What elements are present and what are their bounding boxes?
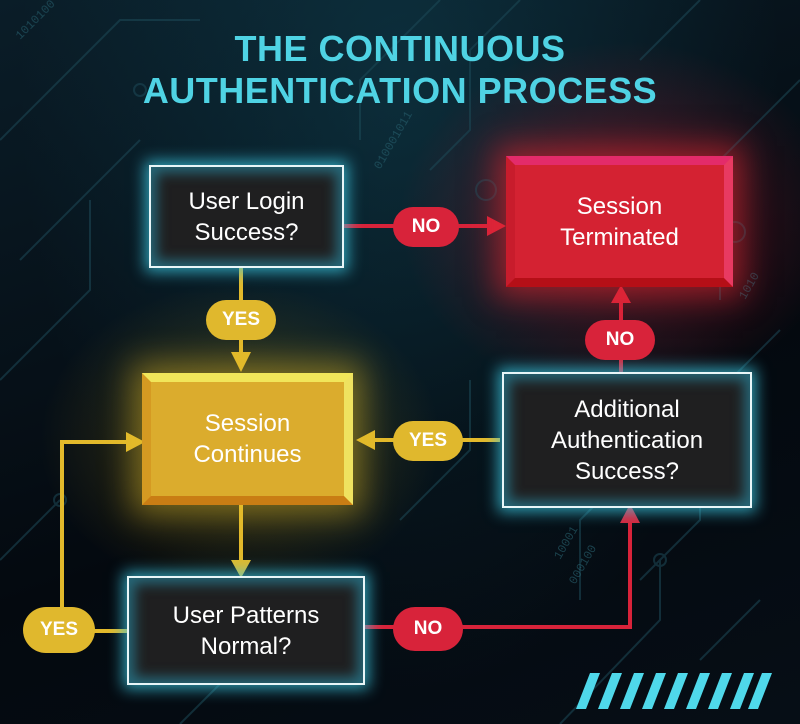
decision-user-patterns-normal: User Patterns Normal? (127, 576, 365, 685)
decision-user-login-success: User Login Success? (149, 165, 344, 268)
node-label-line: User Patterns (172, 601, 320, 629)
edge-label-login-yes: YES (206, 300, 276, 340)
node-label-line: Terminated (560, 223, 679, 251)
node-label-line: Normal? (200, 632, 292, 660)
node-label-line: Authentication (550, 426, 704, 454)
edge-label-patterns-no: NO (393, 607, 463, 651)
edge-label-additional-no: NO (585, 320, 655, 360)
edge-label-login-no: NO (393, 207, 459, 247)
title-line-2: AUTHENTICATION PROCESS (142, 70, 658, 111)
node-label-line: User Login (188, 187, 305, 215)
state-session-continues: Session Continues (142, 373, 353, 505)
title-line-1: THE CONTINUOUS (234, 28, 566, 69)
node-label-line: Additional (574, 395, 680, 423)
node-label-line: Session (204, 410, 291, 437)
node-label-line: Success? (194, 218, 299, 246)
node-label-line: Session (576, 192, 663, 220)
edge-label-additional-yes: YES (393, 421, 463, 461)
node-label-line: Success? (574, 457, 680, 485)
decorative-stripes (576, 673, 772, 709)
edge-label-patterns-yes: YES (23, 607, 95, 653)
terminal-session-terminated: Session Terminated (506, 156, 733, 287)
node-label-line: Continues (193, 441, 302, 468)
page-title: THE CONTINUOUS AUTHENTICATION PROCESS (0, 28, 800, 112)
decision-additional-authentication-success: Additional Authentication Success? (502, 372, 752, 508)
